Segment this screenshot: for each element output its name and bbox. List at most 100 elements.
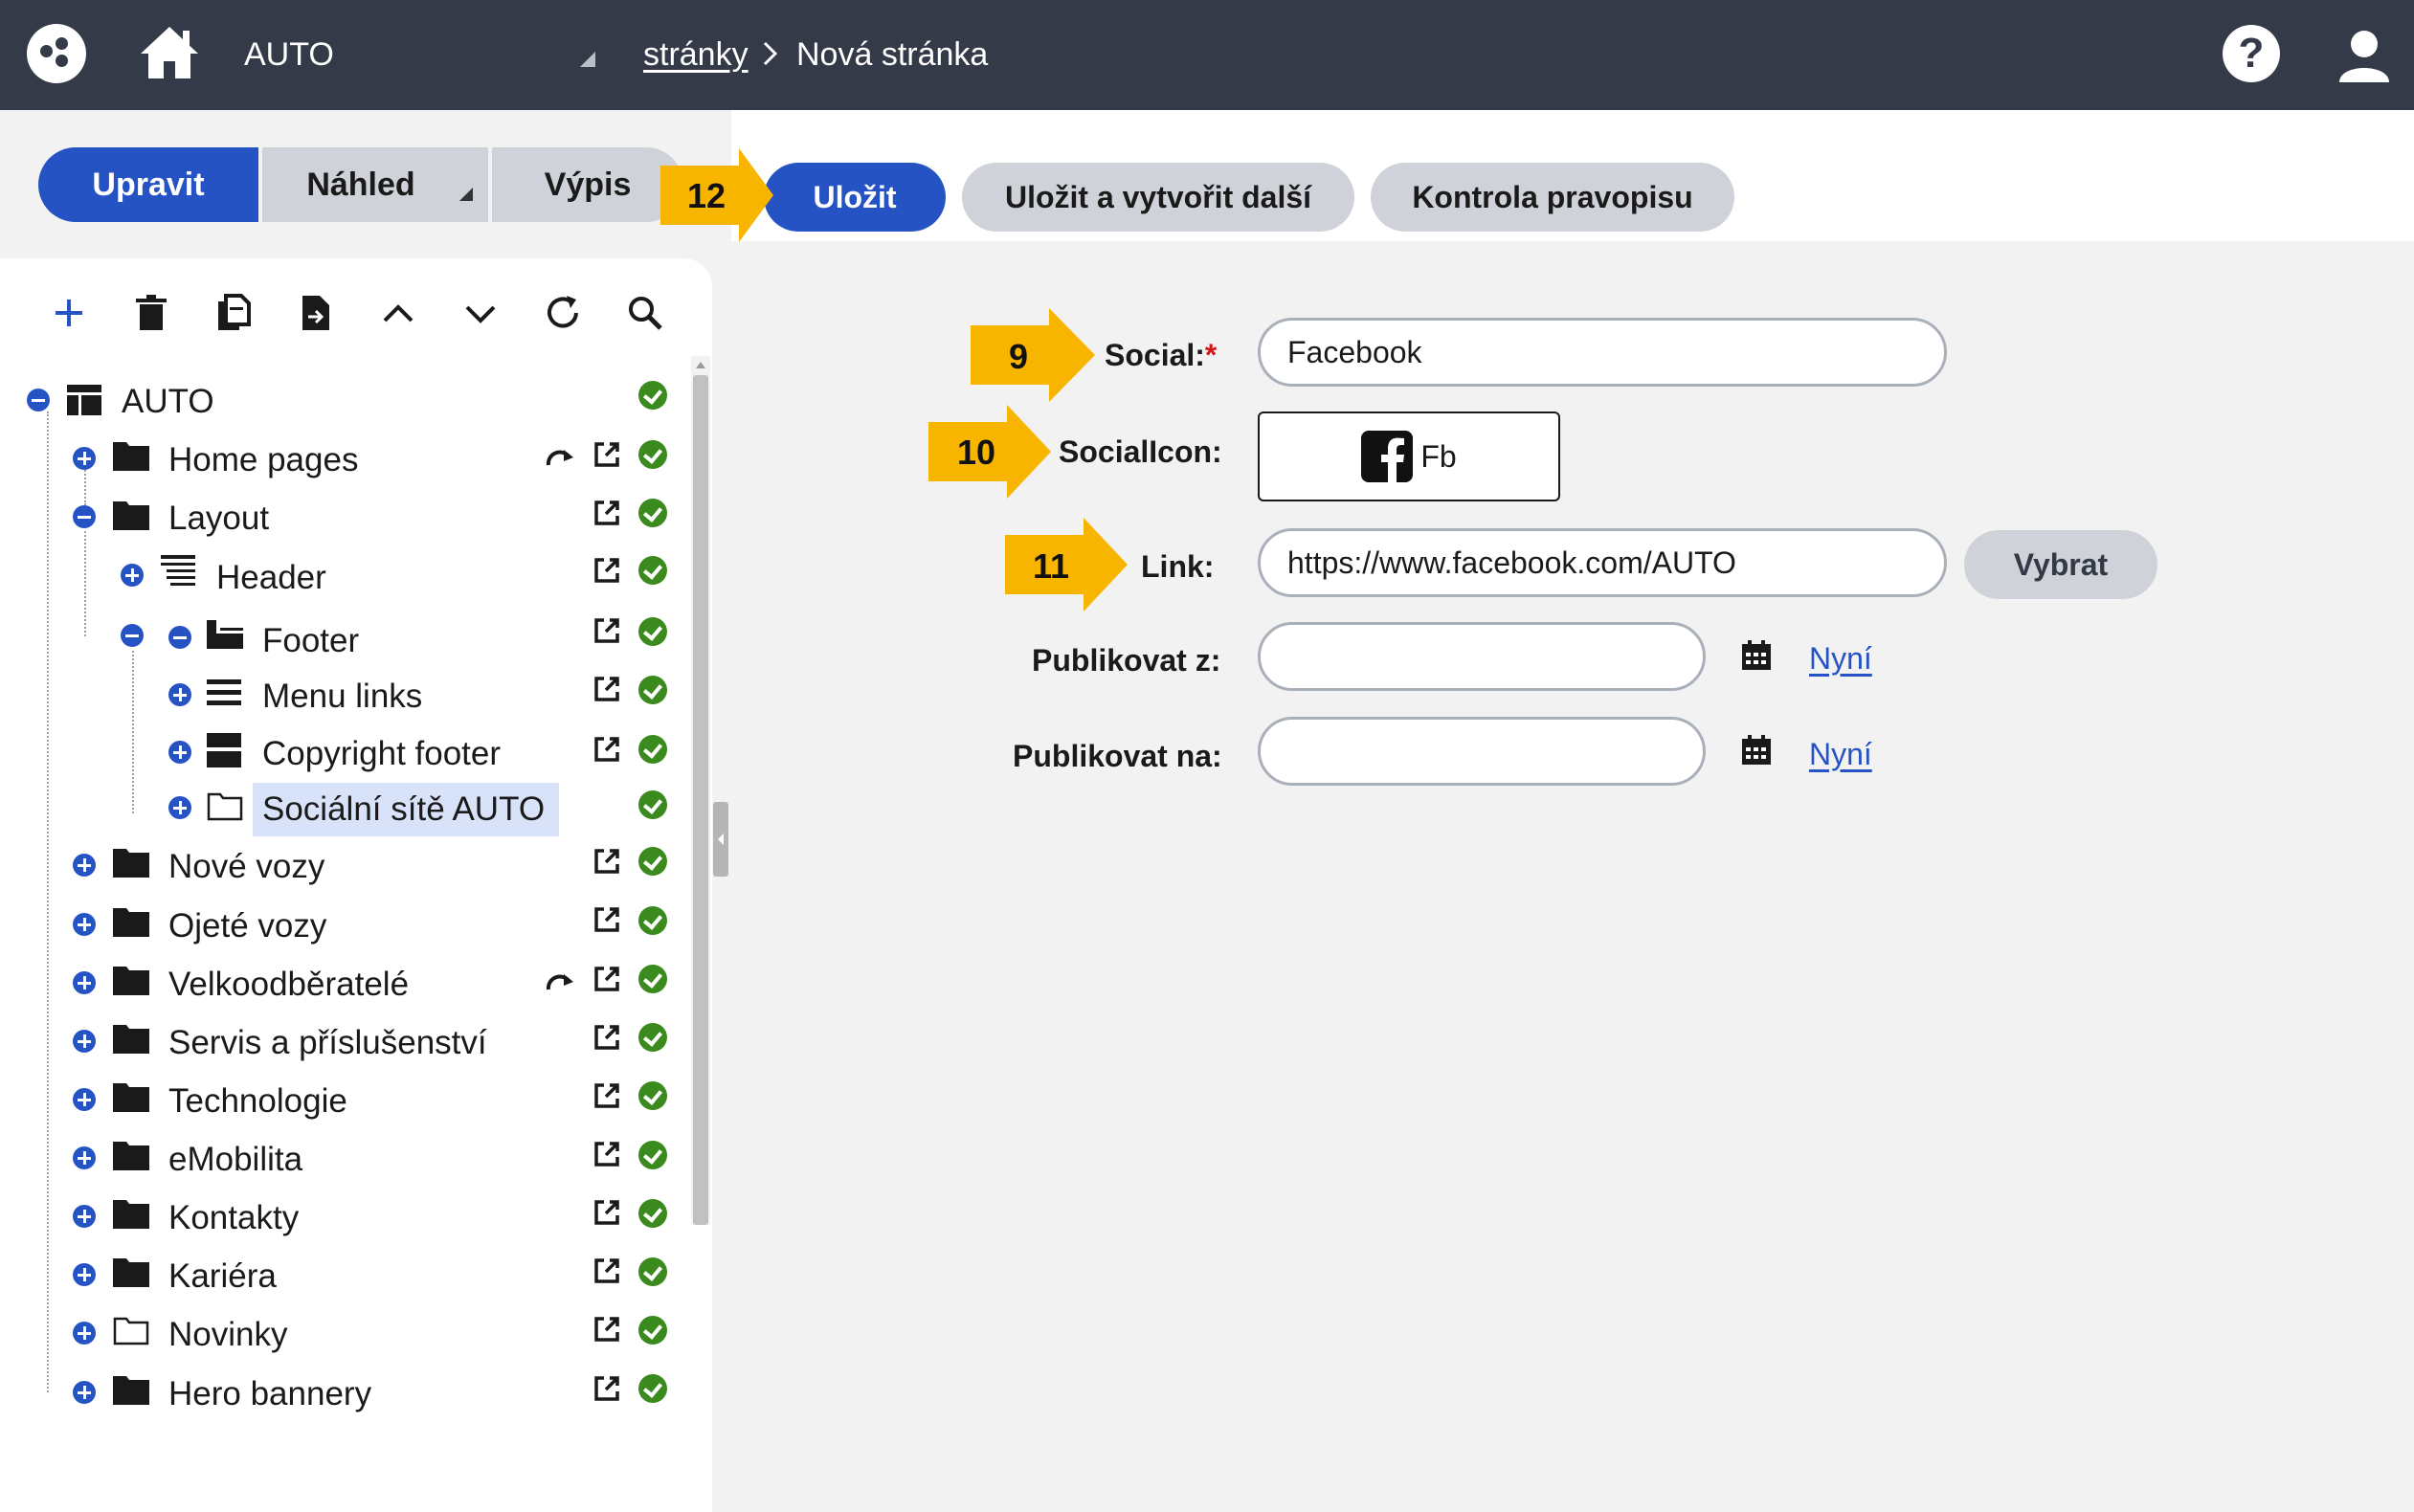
facebook-icon: [1361, 431, 1414, 482]
status-ok-icon: [638, 1081, 667, 1110]
app-logo-icon[interactable]: [27, 24, 86, 83]
breadcrumb-pages-link[interactable]: stránky: [643, 36, 749, 73]
tree-item-emobility[interactable]: eMobilita: [168, 1141, 303, 1178]
folder-icon: [113, 1025, 149, 1054]
tab-preview[interactable]: Náhled: [262, 147, 488, 222]
publish-to-input[interactable]: [1258, 717, 1706, 786]
open-external-icon[interactable]: [592, 735, 621, 764]
tab-edit[interactable]: Upravit: [38, 147, 258, 222]
publish-from-now-link[interactable]: Nyní: [1809, 641, 1872, 676]
open-external-icon[interactable]: [592, 616, 621, 645]
top-bar: AUTO stránky Nová stránka ?: [0, 0, 2414, 110]
calendar-icon[interactable]: [1740, 639, 1773, 672]
home-icon[interactable]: [137, 23, 202, 82]
tree-guide-line: [47, 411, 49, 1392]
callout-number: 9: [1008, 337, 1029, 376]
tree-expand-toggle[interactable]: [73, 447, 96, 470]
move-up-icon[interactable]: [377, 292, 419, 334]
folder-icon: [113, 1200, 149, 1229]
open-external-icon[interactable]: [592, 1315, 621, 1344]
open-external-icon[interactable]: [592, 1081, 621, 1110]
tree-expand-toggle[interactable]: [73, 1263, 96, 1286]
callout-number: 11: [1032, 546, 1070, 586]
open-external-icon[interactable]: [592, 965, 621, 993]
refresh-icon[interactable]: [542, 292, 584, 334]
open-external-icon[interactable]: [592, 556, 621, 585]
choose-link-button[interactable]: Vybrat: [1964, 530, 2157, 599]
tree-expand-toggle[interactable]: [73, 913, 96, 936]
help-icon[interactable]: ?: [2223, 25, 2280, 82]
open-external-icon[interactable]: [592, 1256, 621, 1285]
tab-list[interactable]: Výpis: [492, 147, 683, 222]
tree-collapse-toggle[interactable]: [121, 624, 144, 647]
tree-item-contacts[interactable]: Kontakty: [168, 1199, 300, 1236]
scroll-up-icon[interactable]: [695, 360, 706, 369]
save-button[interactable]: Uložit: [764, 163, 946, 232]
social-input[interactable]: Facebook: [1258, 318, 1947, 387]
tree-expand-toggle[interactable]: [168, 741, 191, 764]
tree-item-technology[interactable]: Technologie: [168, 1082, 347, 1120]
tree-item-service[interactable]: Servis a příslušenství: [168, 1024, 487, 1061]
publish-to-now-link[interactable]: Nyní: [1809, 737, 1872, 771]
tree-expand-toggle[interactable]: [73, 1381, 96, 1404]
tree-expand-toggle[interactable]: [168, 796, 191, 819]
tree-item-career[interactable]: Kariéra: [168, 1257, 277, 1295]
tree-item-header[interactable]: Header: [216, 559, 326, 596]
open-external-icon[interactable]: [592, 440, 621, 469]
tree-item-hero-banners[interactable]: Hero bannery: [168, 1375, 372, 1412]
open-external-icon[interactable]: [592, 675, 621, 703]
user-icon[interactable]: [2336, 27, 2393, 84]
save-and-new-button[interactable]: Uložit a vytvořit další: [962, 163, 1354, 232]
tree-item-news[interactable]: Novinky: [168, 1316, 288, 1353]
tree-expand-toggle[interactable]: [73, 1088, 96, 1111]
tree-expand-toggle[interactable]: [73, 1205, 96, 1228]
tree-item-social-networks[interactable]: Sociální sítě AUTO: [262, 790, 546, 828]
tree-item-copyright-footer[interactable]: Copyright footer: [262, 735, 502, 772]
search-icon[interactable]: [624, 292, 666, 334]
tree-collapse-toggle[interactable]: [168, 626, 191, 649]
tree-guide-line: [84, 531, 86, 636]
tree-item-used-cars[interactable]: Ojeté vozy: [168, 907, 327, 945]
tree-collapse-toggle[interactable]: [73, 505, 96, 528]
tree-expand-toggle[interactable]: [73, 854, 96, 877]
tree-item-menu-links[interactable]: Menu links: [262, 678, 423, 715]
move-icon[interactable]: [295, 292, 337, 334]
domain-dropdown-icon[interactable]: [578, 50, 595, 67]
tree-item-layout[interactable]: Layout: [168, 500, 270, 537]
publish-from-input[interactable]: [1258, 622, 1706, 691]
tree-scrollbar-thumb[interactable]: [693, 375, 708, 1225]
tree-expand-toggle[interactable]: [121, 564, 144, 587]
copy-icon[interactable]: [212, 292, 255, 334]
open-external-icon[interactable]: [592, 905, 621, 934]
open-external-icon[interactable]: [592, 499, 621, 527]
tree-collapse-toggle[interactable]: [27, 389, 50, 411]
tree-item-fleet-customers[interactable]: Velkoodběratelé: [168, 966, 410, 1003]
tree-item-home-pages[interactable]: Home pages: [168, 441, 359, 478]
tree-expand-toggle[interactable]: [168, 683, 191, 706]
calendar-icon[interactable]: [1740, 734, 1773, 767]
open-external-icon[interactable]: [592, 1198, 621, 1227]
open-external-icon[interactable]: [592, 1374, 621, 1403]
tree-expand-toggle[interactable]: [73, 1146, 96, 1169]
collapse-panel-icon[interactable]: [717, 833, 725, 846]
domain-selector[interactable]: AUTO: [244, 36, 334, 73]
link-label: Link:: [1141, 549, 1215, 584]
tree-root-label[interactable]: AUTO: [122, 383, 214, 420]
open-external-icon[interactable]: [592, 847, 621, 876]
open-external-icon[interactable]: [592, 1140, 621, 1168]
link-input[interactable]: https://www.facebook.com/AUTO: [1258, 528, 1947, 597]
open-external-icon[interactable]: [592, 1023, 621, 1052]
social-icon-picker[interactable]: Fb: [1258, 411, 1560, 501]
tree-expand-toggle[interactable]: [73, 1030, 96, 1053]
preview-dropdown-icon[interactable]: [458, 186, 473, 201]
tree-expand-toggle[interactable]: [73, 971, 96, 994]
tree-item-footer[interactable]: Footer: [262, 622, 360, 659]
tree-expand-toggle[interactable]: [73, 1322, 96, 1345]
tree-item-new-cars[interactable]: Nové vozy: [168, 848, 325, 885]
publish-to-label: Publikovat na:: [1013, 739, 1222, 773]
spellcheck-button[interactable]: Kontrola pravopisu: [1371, 163, 1734, 232]
add-icon[interactable]: [48, 292, 90, 334]
delete-icon[interactable]: [130, 292, 172, 334]
status-ok-icon: [638, 499, 667, 527]
move-down-icon[interactable]: [459, 292, 502, 334]
